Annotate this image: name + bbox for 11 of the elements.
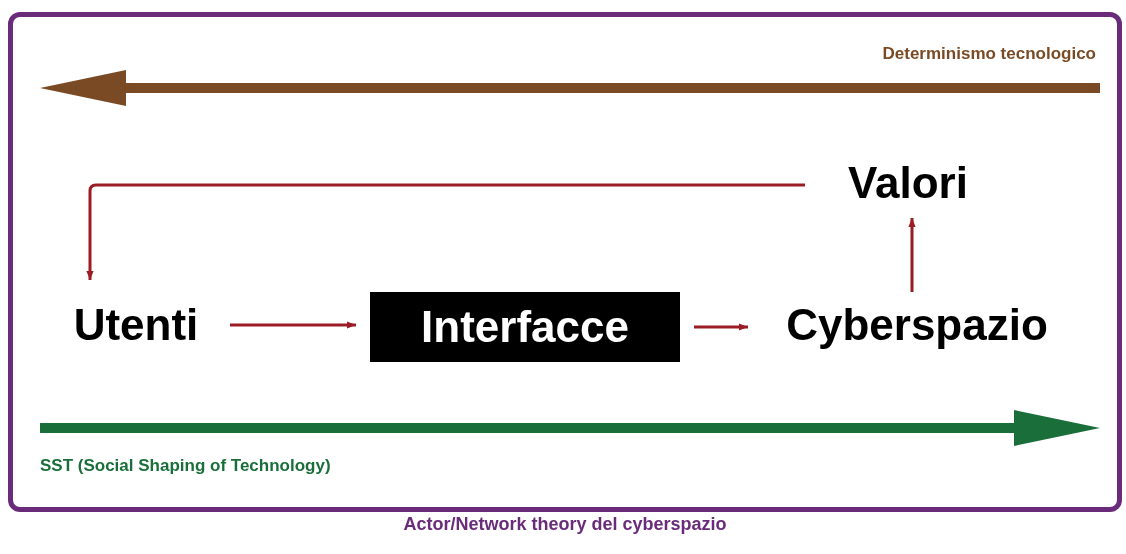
frame-caption: Actor/Network theory del cyberspazio: [402, 514, 728, 535]
arrow: [86, 183, 805, 280]
arrow-caption: SST (Social Shaping of Technology): [40, 456, 331, 476]
arrow: [908, 218, 916, 292]
node-label: Cyberspazio: [762, 300, 1072, 350]
arrow: [694, 323, 748, 331]
arrow: [230, 321, 356, 329]
node-label: Utenti: [56, 300, 216, 350]
arrow-caption: Determinismo tecnologico: [882, 44, 1096, 64]
process-box: Interfacce: [370, 292, 680, 362]
node-label: Valori: [833, 158, 983, 208]
